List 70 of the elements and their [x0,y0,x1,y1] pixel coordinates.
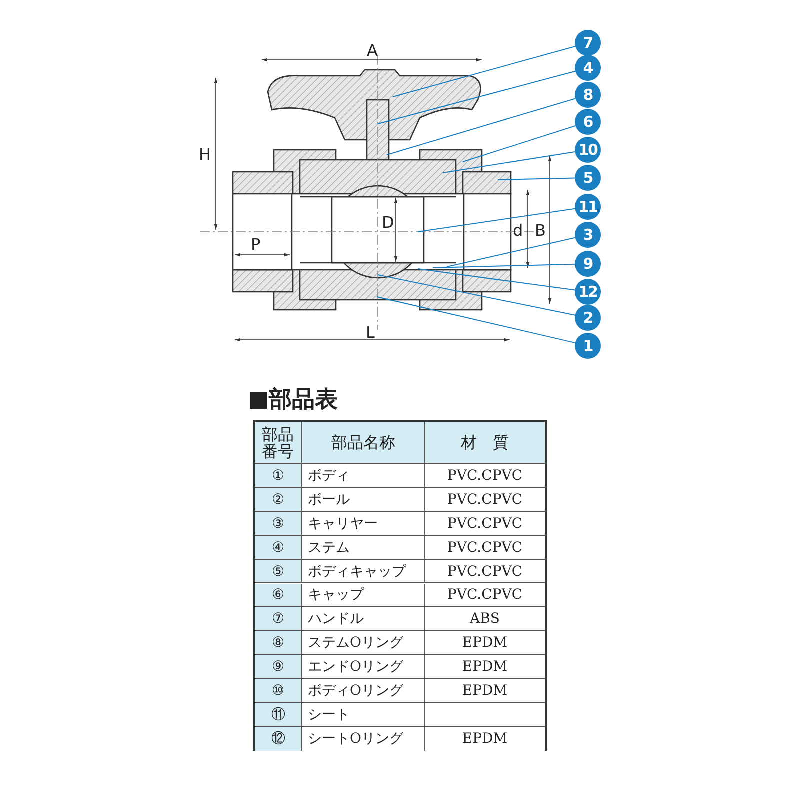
leader-line [442,152,576,174]
part-name: キャリヤー [308,514,379,534]
part-name: シート [308,706,351,725]
part-number: ⑪ [270,706,286,725]
material-name: EPDM [461,682,509,701]
part-name: ハンドル [308,610,365,630]
callout-number: 5 [575,165,601,191]
dimension-label: L [366,324,375,342]
part-name: ボール [308,490,351,510]
part-name: シートOリング [308,730,405,749]
part-number: ⑫ [270,730,286,749]
part-name: ボディキャップ [308,562,408,582]
callout-number: 7 [575,30,601,56]
callout-number: 12 [575,279,601,305]
callout-number: 4 [575,55,601,81]
leader-line [392,46,576,98]
leader-line [376,296,576,344]
dimension-label: A [367,42,378,60]
dimension-label: D [382,214,394,232]
callout-number: 1 [575,333,601,359]
part-name: ステムOリング [308,634,405,654]
leader-line [386,98,576,156]
leader-line [446,237,576,268]
leader-line [378,274,576,316]
leader-line [378,70,576,124]
part-number: ④ [271,538,286,558]
part-number: ⑨ [271,658,286,678]
part-number: ⑥ [271,586,286,606]
part-number: ⑤ [271,562,286,582]
part-number: ⑩ [271,682,286,701]
dimension-label: d [513,222,524,240]
column-header: 部品名称 [330,432,396,454]
callout-number: 8 [575,82,601,108]
part-name: ステム [308,538,351,558]
callout-number: 2 [575,305,601,331]
part-number: ② [271,490,286,510]
material-name: EPDM [461,634,509,654]
leader-line [432,264,576,268]
material-name: EPDM [461,730,509,749]
material-name: PVC.CPVC [446,586,524,606]
leader-line [418,268,576,291]
material-name: EPDM [461,658,509,678]
material-name: PVC.CPVC [446,562,524,582]
part-number: ① [271,466,286,486]
callout-number: 6 [575,109,601,135]
material-name: PVC.CPVC [446,490,524,510]
callout-number: 11 [575,194,601,220]
callout-number: 3 [575,222,601,248]
part-name: キャップ [308,586,366,606]
part-name: ボディOリング [308,682,405,701]
part-name: ボディ [308,466,351,486]
part-number: ③ [271,514,286,534]
leader-line [418,208,576,232]
material-name: PVC.CPVC [446,466,524,486]
dimension-label: P [251,236,261,254]
part-name: エンドOリング [308,658,405,678]
callout-number: 10 [575,137,601,163]
part-number: ⑧ [271,634,286,654]
dimension-label: B [535,222,546,240]
column-header: 材 質 [460,432,510,454]
leader-line [462,125,576,162]
dimension-label: H [199,146,212,164]
table-title: 部品表 [269,386,338,414]
part-number: ⑦ [271,610,286,630]
material-name: PVC.CPVC [446,514,524,534]
callout-number: 9 [575,251,601,277]
leader-line [498,178,576,180]
material-name: PVC.CPVC [446,538,524,558]
material-name: ABS [468,610,501,630]
column-header: 部品番号 [261,424,295,462]
